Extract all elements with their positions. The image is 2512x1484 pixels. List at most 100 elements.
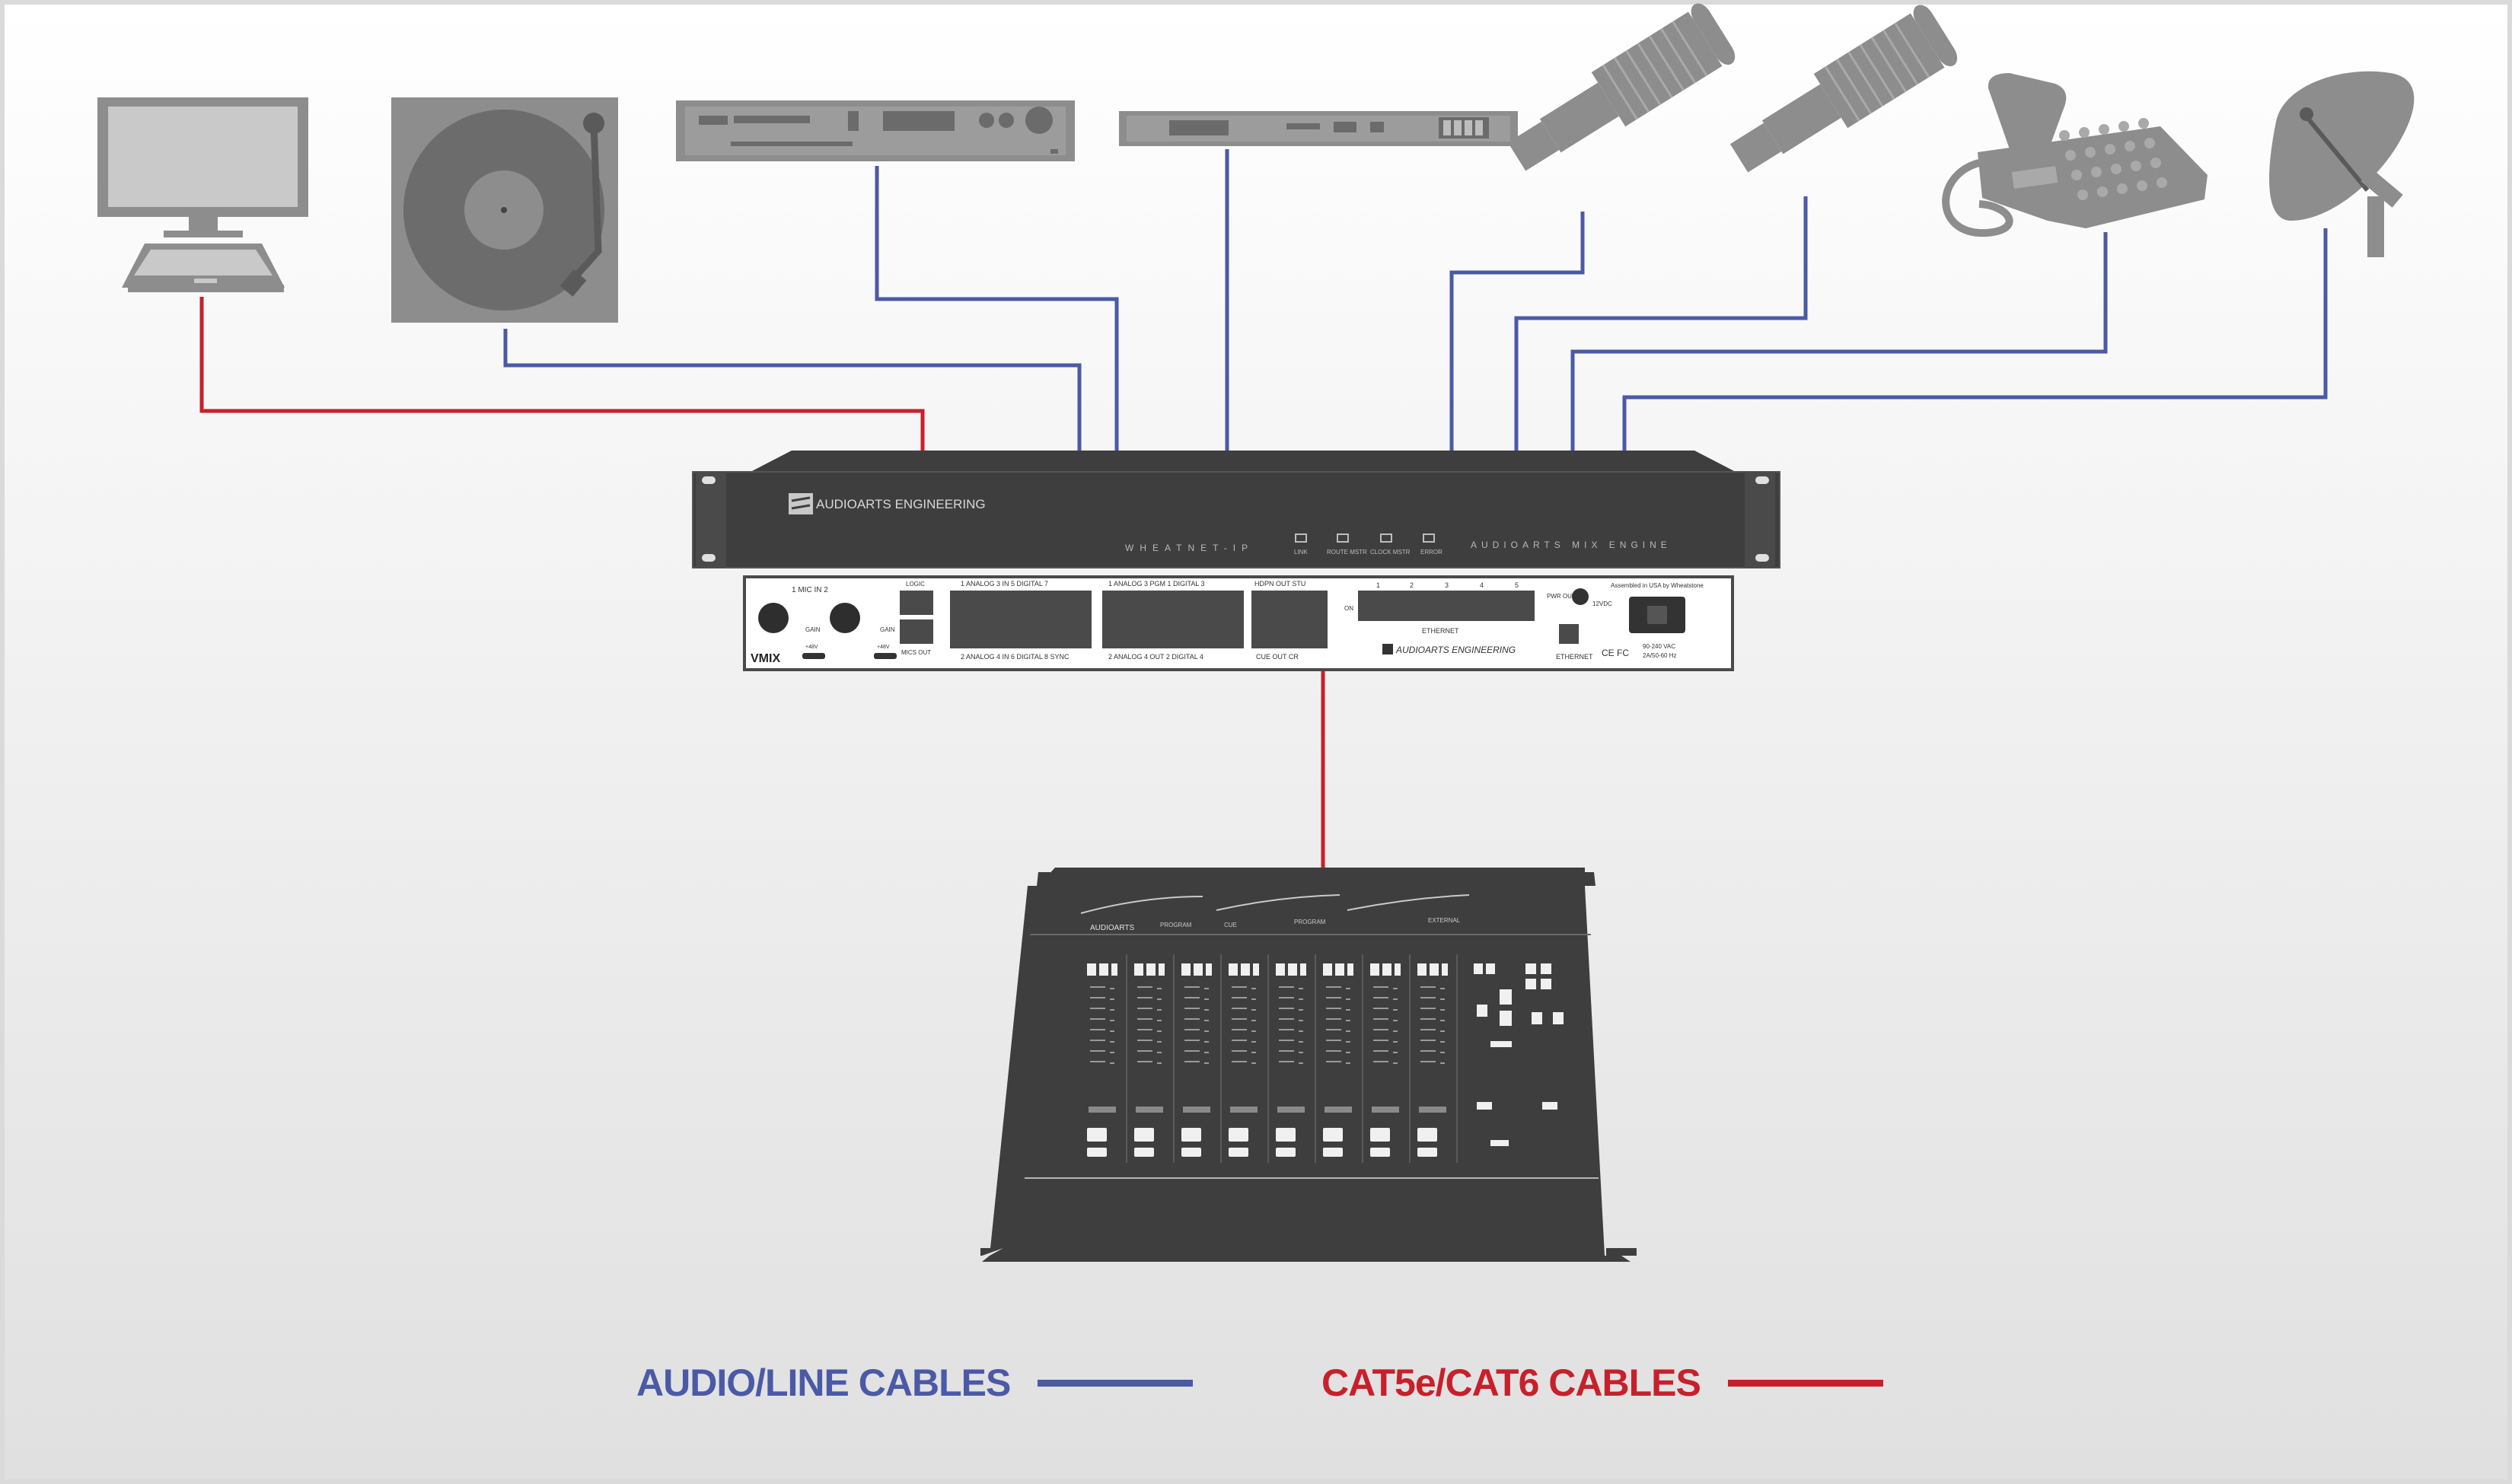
switch-ethernet-label: ETHERNET [1422,627,1459,635]
eth-port-number: 1 [1376,581,1380,589]
legend-audio-swatch [1038,1379,1194,1387]
logic-label: LOGIC [906,581,925,588]
front-series-label: WHEATNET-IP [1125,543,1254,553]
meter-label: CUE [1224,922,1237,928]
rear-logo: VMIX [751,652,780,665]
rear-mic-label: 1 MIC IN 2 [792,586,828,594]
phantom-label: +48V [805,645,818,650]
channel-strip [1370,954,1411,1163]
microphone-icon [1507,3,1736,171]
cat-cable-computer [199,297,925,453]
phantom-switch [802,653,825,659]
eth-port-number: 3 [1445,581,1449,589]
channel-strip [1181,954,1222,1163]
pwr-out-label: PWR OUT [1547,593,1576,600]
rj45-headphone-port-block [1251,591,1328,648]
rack-screw-hole [1755,554,1769,562]
turntable-icon [391,97,618,323]
rack-screw-hole [1755,476,1769,484]
port-group-1-bottom-label: 2 ANALOG 4 IN 6 DIGITAL 8 SYNC [961,653,1070,661]
link-led [1295,533,1307,543]
frequency-label: 2A/50-60 Hz [1643,652,1676,659]
channel-strip [1323,954,1363,1163]
rj45-audio-port-block [1102,591,1244,648]
on-label: ON [1344,605,1353,612]
console-channel-strips [1087,954,1458,1163]
led-label: LINK [1294,549,1308,556]
channel-strip [1134,954,1175,1163]
legend-cat-cables: CAT5e/CAT6 CABLES [1321,1356,1883,1409]
cables [199,149,2328,875]
rear-brand-label: AUDIOARTS ENGINEERING [1395,645,1516,655]
rj45-ethernet-port [1559,624,1579,644]
audio-cable-satellite [1622,228,2328,453]
vu-meter [1216,894,1340,911]
channel-strip [1229,954,1269,1163]
mixing-console-icon: PROGRAM CUE PROGRAM EXTERNAL AUDIOARTS [980,868,1637,1262]
audio-cable-microphone-2 [1514,196,1808,453]
gain-label: GAIN [880,626,895,633]
mics-out-label: MICS OUT [901,649,931,656]
xlr-mic-input-1 [758,603,789,633]
audio-cable-cd-player [875,166,1119,453]
legend-cat-label: CAT5e/CAT6 CABLES [1321,1361,1701,1404]
port-group-3-bottom-label: CUE OUT CR [1256,653,1299,661]
port-group-1-top-label: 1 ANALOG 3 IN 5 DIGITAL 7 [961,580,1048,588]
mix-engine-front: AUDIOARTS ENGINEERING WHEATNET-IP AUDIOA… [692,451,1780,568]
led-label: ERROR [1420,549,1442,556]
meter-label: EXTERNAL [1428,917,1461,924]
ethernet-switch-ports [1358,591,1535,621]
rj45-logic-port [900,591,933,615]
brand-logo-icon [1382,644,1393,654]
vdc-label: 12VDC [1592,600,1612,607]
eth-port-number: 5 [1515,581,1519,589]
rj45-audio-port-block [950,591,1092,648]
port-group-3-top-label: HDPN OUT STU [1254,580,1305,588]
gain-label: GAIN [805,626,821,633]
cert-label: CE FC [1602,648,1629,658]
computer-icon [97,97,308,292]
assembled-label: Assembled in USA by Wheatstone [1611,582,1704,589]
legend-cat-swatch [1727,1379,1883,1387]
console-brand-label: AUDIOARTS [1090,924,1134,932]
rj45-mics-out-port [900,619,933,644]
audio-cable-turntable [503,329,1082,453]
led-label: ROUTE MSTR [1327,549,1367,556]
front-brand-label: AUDIOARTS ENGINEERING [816,497,986,511]
eth-port-number: 4 [1480,581,1484,589]
route-master-led [1337,533,1349,543]
xlr-mic-input-2 [830,603,860,633]
satellite-dish-icon [2269,71,2415,257]
audio-cable-microphone-1 [1449,212,1585,453]
channel-strip [1276,954,1316,1163]
vu-meter [1347,894,1470,911]
legend-audio-cables: AUDIO/LINE CABLES [636,1356,1194,1409]
error-led [1423,533,1435,543]
led-label: CLOCK MSTR [1370,549,1411,556]
console-master-section [1474,963,1564,1146]
rear-ethernet-port-label: ETHERNET [1556,653,1593,661]
channel-strip [1087,954,1127,1163]
port-group-2-bottom-label: 2 ANALOG 4 OUT 2 DIGITAL 4 [1108,653,1203,661]
vu-meter [1080,896,1203,914]
port-group-2-top-label: 1 ANALOG 3 PGM 1 DIGITAL 3 [1108,580,1205,588]
microphone-icon [1729,5,1958,173]
meter-label: PROGRAM [1160,922,1192,928]
telephone-icon [1942,73,2208,237]
brand-logo-icon [789,493,813,514]
legend-audio-label: AUDIO/LINE CABLES [636,1361,1011,1404]
mix-engine-rear: 1 MIC IN 2 GAIN GAIN +48V +48V VMIX LOGI… [743,575,1734,671]
eth-port-number: 2 [1410,581,1414,589]
phantom-label: +48V [877,645,890,650]
dc-power-jack [1572,588,1589,605]
rack-unit-icon [1119,111,1518,146]
phantom-switch [874,653,897,659]
voltage-label: 90-240 VAC [1643,643,1675,650]
rack-cd-player-icon [676,100,1075,161]
meter-label: PROGRAM [1294,919,1326,925]
front-product-label: AUDIOARTS MIX ENGINE [1471,540,1672,550]
audio-cable-telephone [1570,232,2108,453]
clock-master-led [1380,533,1392,543]
